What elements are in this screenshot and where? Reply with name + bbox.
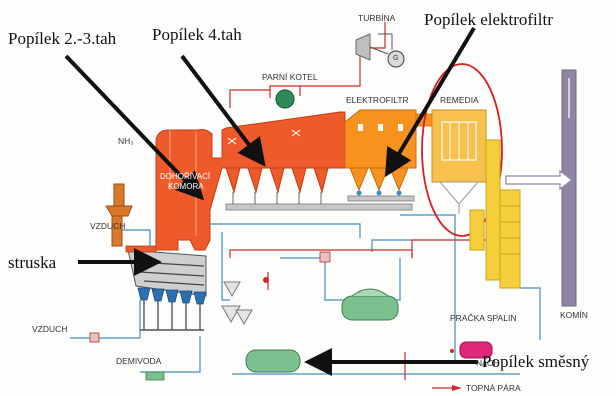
label-remedia: REMEDIA [440, 95, 479, 105]
furnace-and-boiler-pass [155, 111, 346, 251]
remedia-unit [431, 109, 487, 214]
label-elektrofiltr: ELEKTROFILTR [346, 95, 409, 105]
label-demivoda: DEMIVODA [116, 356, 162, 366]
arrow-popilek-2-3-tah [64, 54, 205, 201]
turbine [355, 33, 405, 68]
ash-conveyor [225, 192, 413, 211]
naoh-tank [459, 341, 493, 359]
annotation-popilek-smesny: Popílek směsný [482, 352, 590, 371]
label-komora: KOMORA [168, 182, 204, 191]
annotation-popilek-4-tah: Popílek 4.tah [152, 25, 242, 44]
label-turbina: TURBÍNA [358, 13, 396, 23]
air-ducts [140, 300, 204, 331]
steam-arrow [452, 385, 462, 391]
steam-pipes [229, 22, 505, 389]
water-tank [341, 295, 399, 321]
ash-silos [221, 281, 253, 326]
annotation-popilek-2-3-tah: Popílek 2.-3.tah [8, 29, 117, 48]
demineralized-water-tank [145, 371, 165, 381]
label-pracka-spalin: PRAČKA SPALIN [450, 313, 517, 323]
annotation-struska: struska [8, 253, 57, 272]
label-turbine-generator: G [393, 55, 399, 62]
annotation-arrows [64, 26, 478, 376]
remedia-highlight-ellipse [421, 63, 503, 237]
primary-air-boxes [137, 287, 207, 305]
arrow-popilek-elektrofiltr [384, 26, 476, 178]
label-vzduch-upper: VZDUCH [90, 221, 126, 231]
label-parni-kotel: PARNÍ KOTEL [262, 72, 318, 82]
annotation-popilek-elektrofiltr: Popílek elektrofiltr [424, 10, 553, 29]
label-komin: KOMÍN [560, 310, 588, 320]
label-dohorivaci: DOHOŘÍVACÍ [160, 172, 211, 181]
arrow-popilek-4-tah [180, 54, 266, 167]
electrostatic-precipitator [344, 109, 417, 202]
label-topna-para: TOPNÁ PÁRA [466, 383, 521, 393]
waste-feed-hopper [105, 183, 133, 247]
boiler-drum [275, 89, 295, 109]
flue-gas-scrubber [469, 139, 521, 289]
flue-gas-arrow [505, 169, 573, 191]
label-naoh: NaOH [476, 358, 500, 368]
mixed-ash-tank [245, 349, 301, 373]
label-vzduch-lower: VZDUCH [32, 324, 68, 334]
label-nh3: NH₃ [118, 136, 134, 146]
